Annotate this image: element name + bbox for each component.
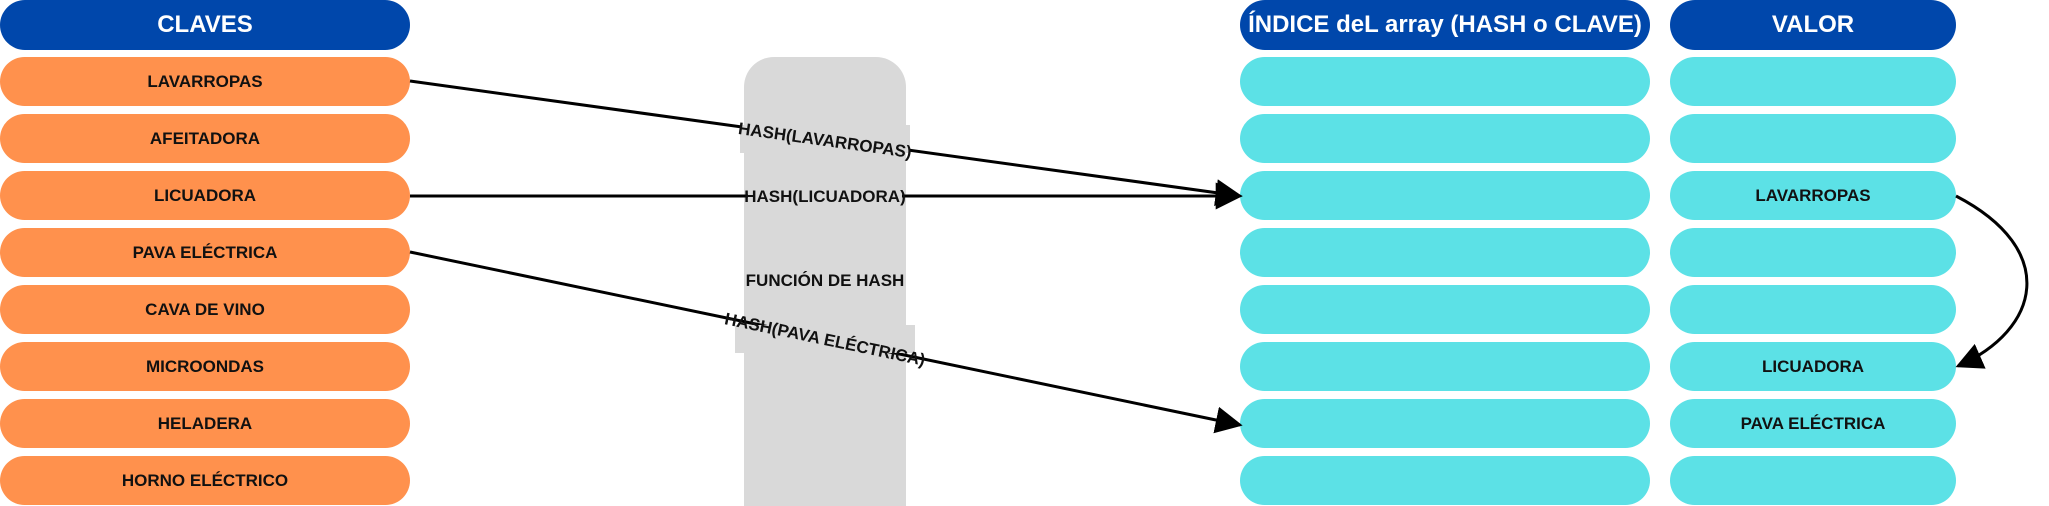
key-item: HORNO ELÉCTRICO — [0, 456, 410, 505]
arrow-pava-label-bg — [735, 325, 915, 353]
arrow-licuadora-label: HASH(LICUADORA) — [744, 187, 905, 206]
index-slot — [1240, 285, 1650, 334]
key-item: CAVA DE VINO — [0, 285, 410, 334]
value-slot: LICUADORA — [1670, 342, 1956, 391]
index-slot — [1240, 171, 1650, 220]
key-item: AFEITADORA — [0, 114, 410, 163]
indice-header: ÍNDICE deL array (HASH o CLAVE) — [1240, 0, 1650, 50]
value-slot: PAVA ELÉCTRICA — [1670, 399, 1956, 448]
value-slot — [1670, 456, 1956, 505]
key-item: HELADERA — [0, 399, 410, 448]
index-slot — [1240, 114, 1650, 163]
index-slot — [1240, 456, 1650, 505]
value-slot — [1670, 285, 1956, 334]
index-slot — [1240, 342, 1650, 391]
arrow-licuadora-label-bg — [748, 182, 902, 210]
key-item: MICROONDAS — [0, 342, 410, 391]
index-slot — [1240, 57, 1650, 106]
value-slot — [1670, 228, 1956, 277]
arrow-chain — [1955, 194, 2029, 369]
hash-function-label: FUNCIÓN DE HASH — [745, 271, 905, 290]
key-item: LAVARROPAS — [0, 57, 410, 106]
value-slot — [1670, 57, 1956, 106]
value-slot: LAVARROPAS — [1670, 171, 1956, 220]
index-slot — [1240, 399, 1650, 448]
value-slot — [1670, 114, 1956, 163]
claves-header: CLAVES — [0, 0, 410, 50]
arrow-lavarropas-label-bg — [740, 125, 910, 153]
key-item: PAVA ELÉCTRICA — [0, 228, 410, 277]
index-slot — [1240, 228, 1650, 277]
key-item: LICUADORA — [0, 171, 410, 220]
valor-header: VALOR — [1670, 0, 1956, 50]
